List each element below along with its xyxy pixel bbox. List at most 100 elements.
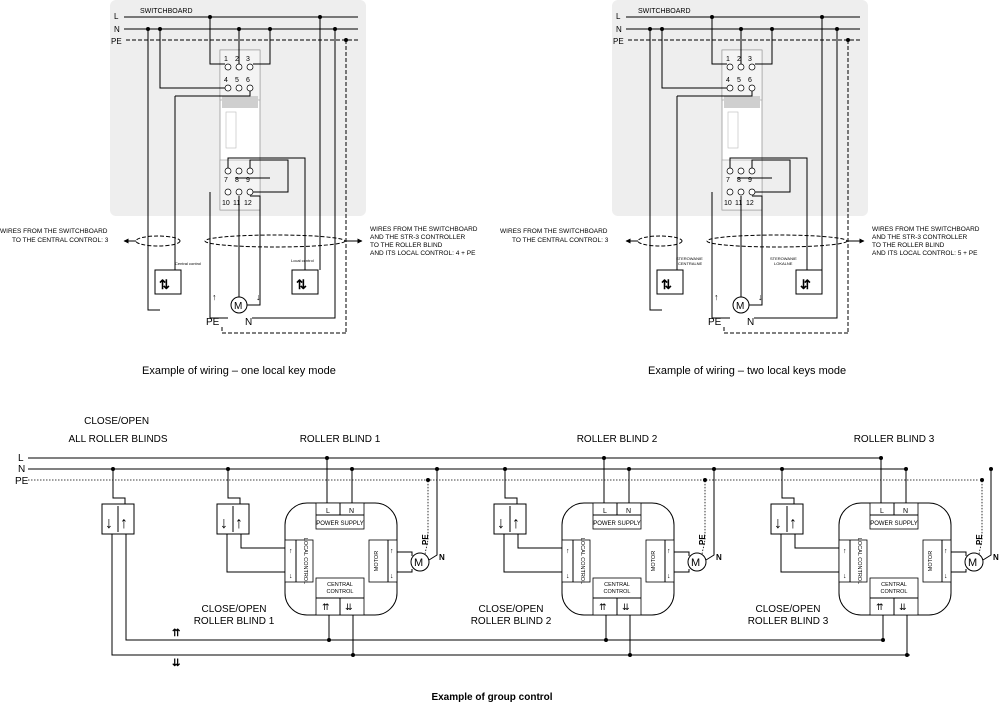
down-down-arrow-icon: ⇊: [172, 658, 181, 669]
terminal-3: 3: [246, 56, 250, 63]
up-arrow-icon: ↑: [212, 292, 217, 302]
terminal-9: 9: [246, 177, 250, 184]
central-control-switch: [154, 269, 182, 295]
terminal-12: 12: [244, 200, 252, 207]
down-arrow-icon: ↓: [566, 573, 570, 580]
down-arrow-icon: ↓: [256, 292, 261, 302]
terminal-8: 8: [235, 177, 239, 184]
up-arrow-icon: ↑: [566, 548, 570, 555]
up-arrow-icon: ↑: [944, 548, 948, 555]
down-arrow-icon: ↓: [843, 573, 847, 580]
terminal-11: 11: [735, 200, 742, 207]
pe-label: PE: [708, 317, 722, 328]
motor-icon: [964, 552, 984, 572]
local-control-label: STEROWANIE LOKALNE: [770, 256, 798, 266]
blind-title: ROLLER BLIND 2: [577, 434, 658, 445]
local-control-block: [284, 539, 314, 583]
down-down-arrow-icon: ⇊: [345, 602, 353, 612]
close-open-label-2: ROLLER BLIND 3: [748, 616, 829, 627]
local-control-switch: [291, 269, 319, 295]
n-label: N: [993, 553, 999, 562]
arrow-up-down-icon: ⇅: [661, 277, 672, 292]
terminal-6: 6: [748, 77, 752, 84]
diagram-two-local-keys: SWITCHBOARD L N PE 1 2 3 4 5 6 7 8 9 10 …: [500, 0, 981, 377]
central-control-switch: [656, 269, 684, 295]
close-open-label-2: ROLLER BLIND 2: [471, 616, 552, 627]
pe-label: PE: [975, 534, 984, 545]
up-up-arrow-icon: ⇈: [172, 628, 181, 639]
local-control-label: LOCAL CONTROL: [579, 538, 585, 584]
diagram-group-control: L N PE CLOSE/OPEN ALL ROLLER BLINDS ↓ ↑ …: [15, 416, 999, 703]
motor-block-label: MOTOR: [651, 551, 657, 571]
note-left: WIRES FROM THE SWITCHBOARD TO THE CENTRA…: [500, 228, 609, 244]
up-arrow-icon: ↑: [843, 548, 847, 555]
note-right: WIRES FROM THE SWITCHBOARD AND THE STR-3…: [872, 226, 981, 257]
caption-one-local-key: Example of wiring – one local key mode: [142, 365, 336, 377]
up-up-arrow-icon: ⇈: [876, 602, 884, 612]
arrow-down-up-icon: ⇵: [800, 277, 811, 292]
arrow-up-down-icon: ⇅: [159, 277, 170, 292]
line-l-label: L: [114, 12, 119, 21]
up-arrow-icon: ↑: [289, 548, 293, 555]
motor-icon: [732, 296, 750, 314]
power-supply-label: POWER SUPPLY: [316, 521, 364, 527]
line-l-label: L: [18, 453, 24, 464]
central-control-label-2: CONTROL: [881, 589, 908, 595]
l-terminal-label: L: [326, 508, 330, 515]
line-n-label: N: [114, 25, 120, 34]
terminal-6: 6: [246, 77, 250, 84]
motor-block-label: MOTOR: [928, 551, 934, 571]
terminal-5: 5: [235, 77, 239, 84]
terminal-7: 7: [224, 177, 228, 184]
up-arrow-icon: ↑: [512, 515, 520, 532]
local-control-label: Local control: [291, 258, 314, 263]
terminal-7: 7: [726, 177, 730, 184]
note-right: WIRES FROM THE SWITCHBOARD AND THE STR-3…: [370, 226, 479, 257]
n-label: N: [245, 317, 252, 328]
central-control-label-2: CONTROL: [604, 589, 631, 595]
motor-icon: [410, 552, 430, 572]
power-supply-label: POWER SUPPLY: [870, 521, 918, 527]
terminal-11: 11: [233, 200, 240, 207]
down-down-arrow-icon: ⇊: [622, 602, 630, 612]
terminal-10: 10: [222, 200, 230, 207]
down-arrow-icon: ↓: [497, 515, 505, 532]
local-control-label: LOCAL CONTROL: [302, 538, 308, 584]
motor-label: M: [736, 301, 744, 312]
diagram-one-local-key: SWITCHBOARD L N PE 1 2 3 4 5 6 7 8 9 10 …: [0, 0, 479, 377]
n-label: N: [439, 553, 445, 562]
local-control-block: [561, 539, 591, 583]
close-open-label-2: ROLLER BLIND 1: [194, 616, 275, 627]
central-control-label-2: CONTROL: [327, 589, 354, 595]
l-terminal-label: L: [880, 508, 884, 515]
central-control-label-1: CENTRAL: [881, 582, 907, 588]
terminal-9: 9: [748, 177, 752, 184]
terminal-1: 1: [224, 56, 228, 63]
motor-block-label: MOTOR: [374, 551, 380, 571]
terminal-3: 3: [748, 56, 752, 63]
line-n-label: N: [18, 464, 25, 475]
line-n-label: N: [616, 25, 622, 34]
line-pe-label: PE: [15, 476, 29, 487]
n-label: N: [716, 553, 722, 562]
caption-two-local-keys: Example of wiring – two local keys mode: [648, 365, 846, 377]
close-open-label-1: CLOSE/OPEN: [201, 604, 266, 615]
local-control-label: LOCAL CONTROL: [856, 538, 862, 584]
n-terminal-label: N: [903, 508, 908, 515]
switchboard-label: SWITCHBOARD: [140, 8, 193, 15]
terminal-8: 8: [737, 177, 741, 184]
down-arrow-icon: ↓: [390, 573, 394, 580]
up-arrow-icon: ↑: [120, 515, 128, 532]
central-control-label: STEROWANIE CENTRALNE: [676, 256, 704, 266]
down-arrow-icon: ↓: [944, 573, 948, 580]
central-control-label-1: CENTRAL: [604, 582, 630, 588]
terminal-12: 12: [746, 200, 754, 207]
l-terminal-label: L: [603, 508, 607, 515]
blind-units: ROLLER BLIND 1 ↓ ↑ L N POWER SUPPLY ↑ ↓ LOCAL CO…: [194, 434, 999, 657]
caption-group-control: Example of group control: [431, 692, 552, 703]
motor-label: M: [691, 557, 700, 569]
local-control-switch: [795, 269, 823, 295]
